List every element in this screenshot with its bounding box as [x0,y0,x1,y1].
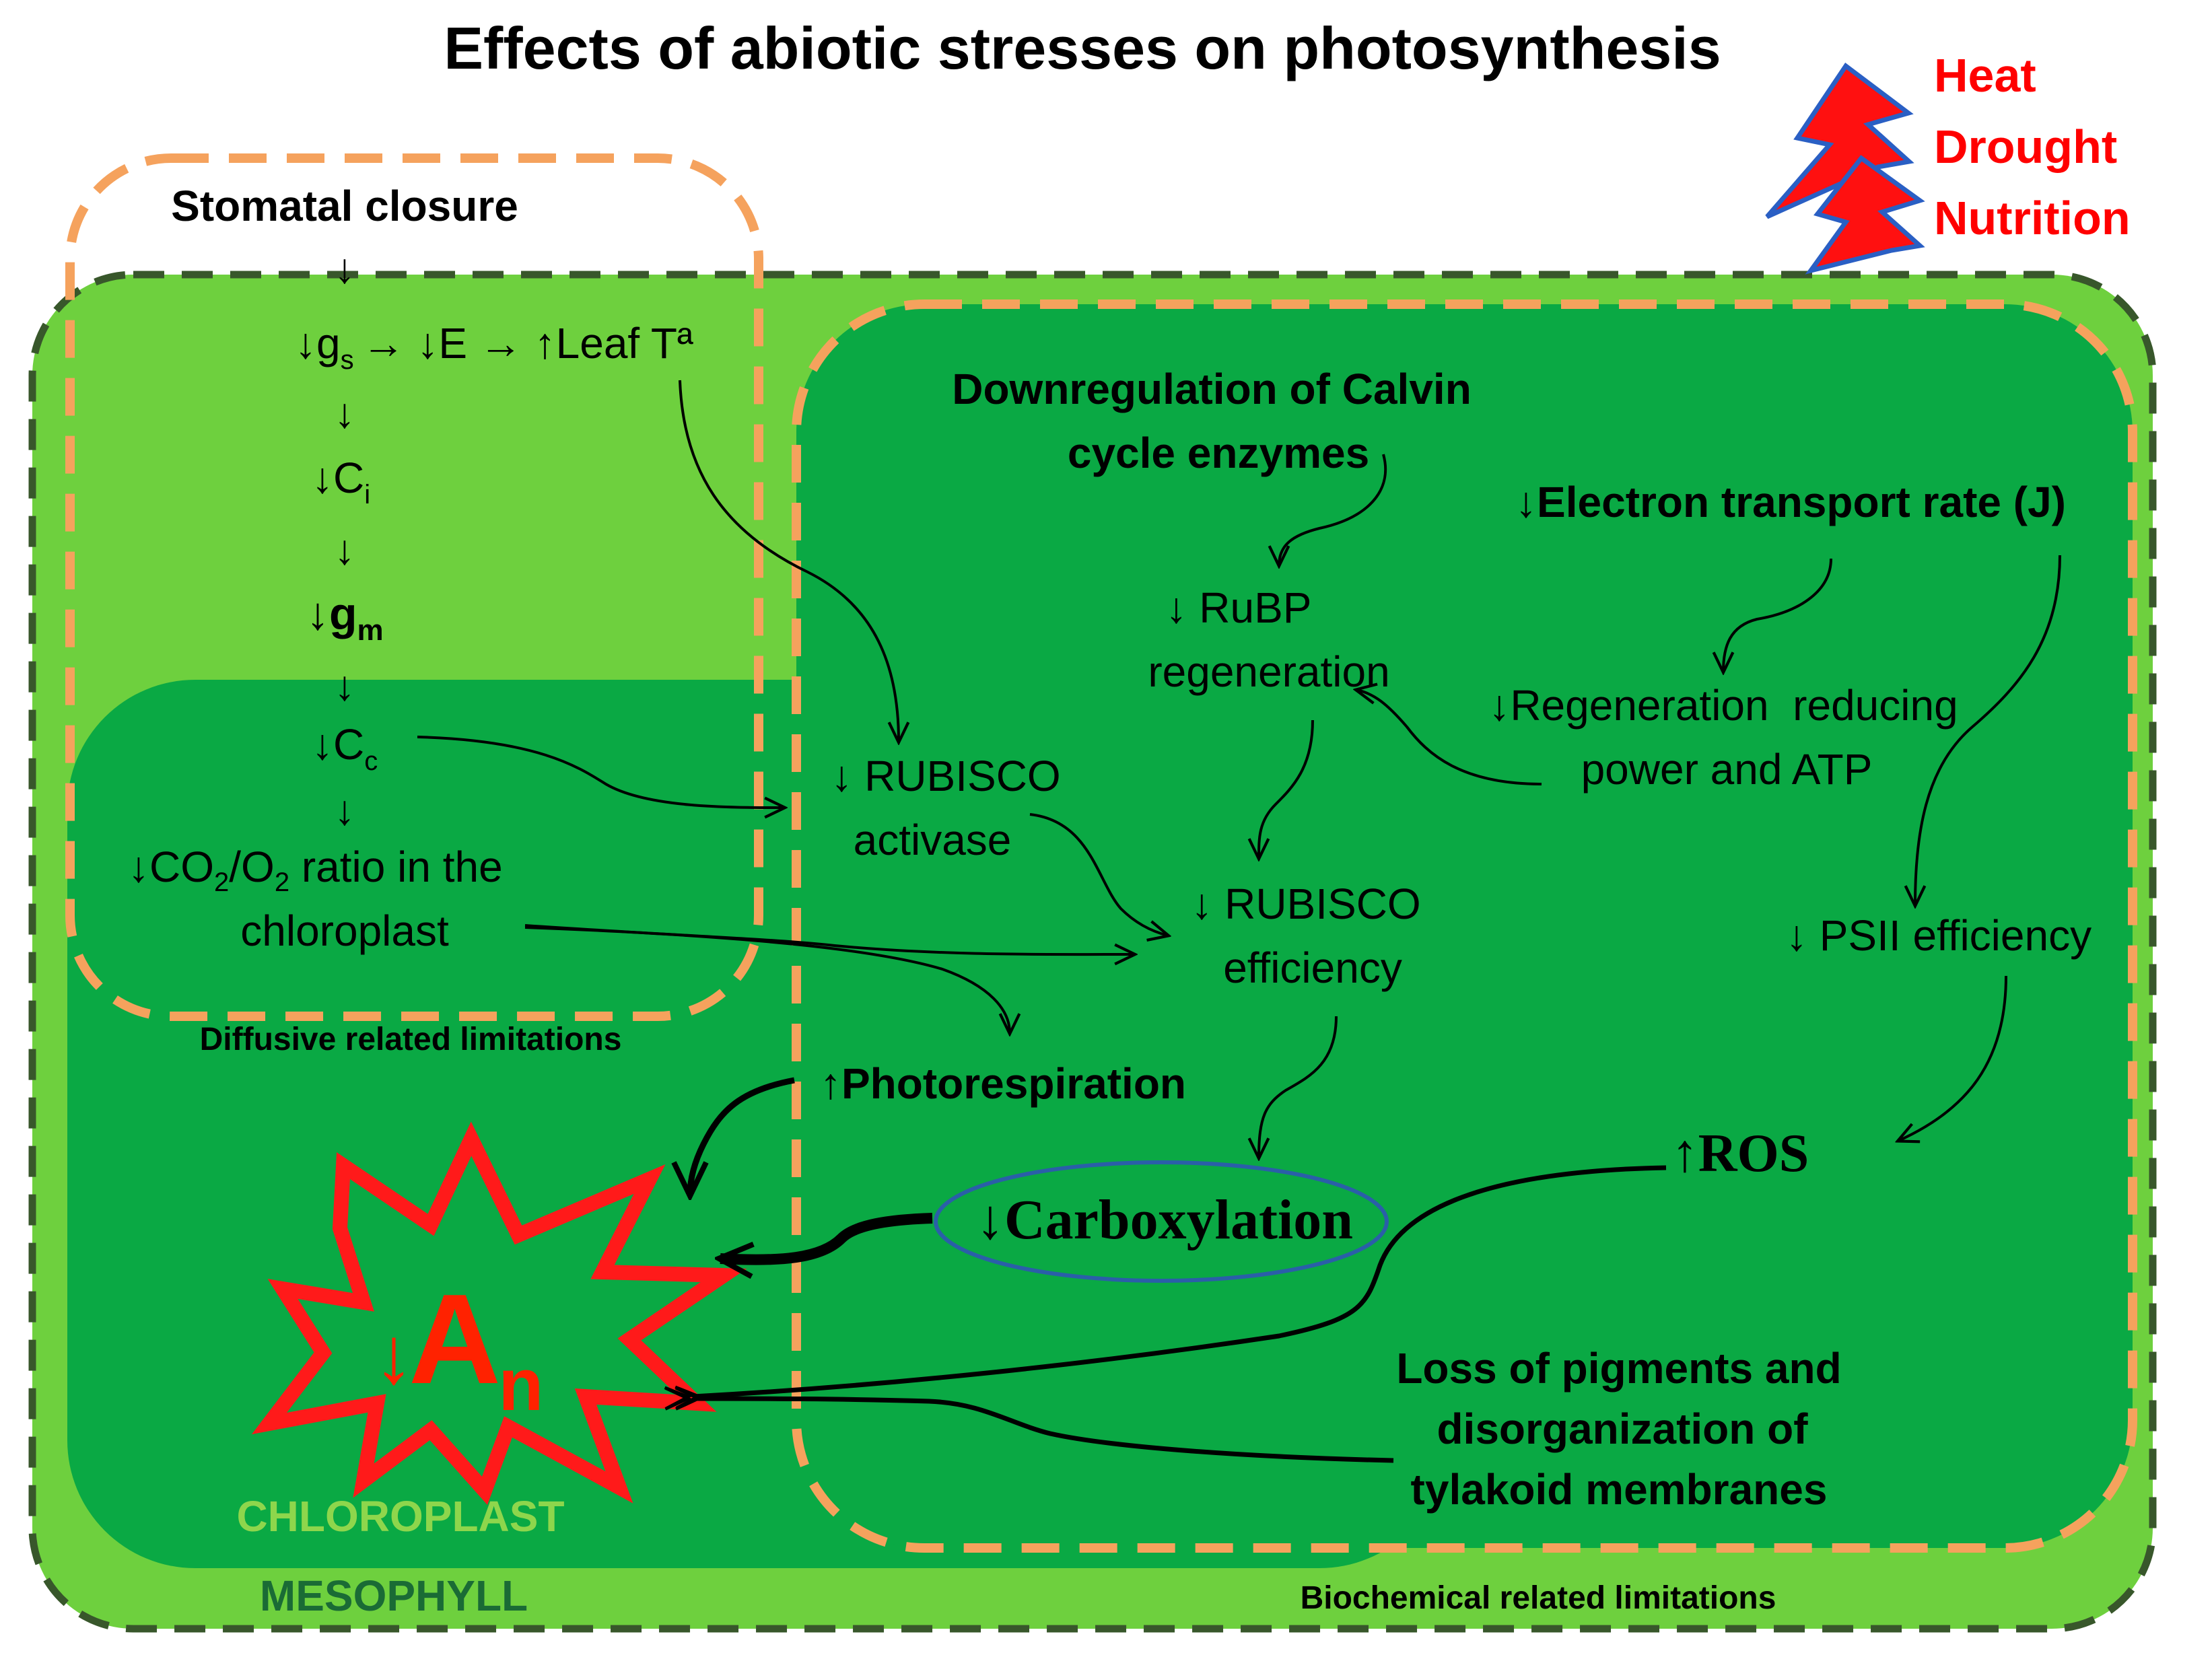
lightning-bolt-icon-2 [1805,155,1925,275]
arrow-ratio-to-photorespiration [524,926,1010,1033]
arrow-etr-to-reducing [1723,558,1832,672]
an-label: ↓An [374,1268,543,1426]
stress-nutrition: Nutrition [1934,192,2131,244]
biochemical-limitations-label: Biochemical related limitations [1301,1580,1776,1616]
stress-heat: Heat [1934,49,2036,102]
biochemical-region [792,299,2137,1553]
co2-o2-ratio-line2: chloroplast [240,907,449,955]
reducing-power-line1: ↓Regeneration reducing [1488,681,1958,730]
activase-line1: ↓ RUBISCO [831,752,1060,800]
an-starburst-shape [251,1121,747,1506]
arrow-photorespiration-to-an [690,1077,795,1195]
rubp-line2: regeneration [1148,647,1389,696]
arrow-leaf-temp-to-activase [679,380,899,742]
lightning-bolt-icon [1765,62,1914,219]
carboxylation-ellipse [934,1160,1389,1283]
carboxylation-label: ↓Carboxylation [976,1189,1353,1251]
down-arrow-2: ↓ [335,390,355,437]
arrow-ros-to-an [693,1165,1667,1397]
rubisco-eff-line1: ↓ RUBISCO [1191,880,1420,928]
arrow-calvin-to-rubp [1279,454,1387,565]
down-arrow-3: ↓ [335,527,355,573]
stress-drought: Drought [1934,120,2117,173]
pigments-line2: disorganization of [1437,1405,1808,1453]
rubp-line1: ↓ RuBP [1166,584,1312,632]
arrow-cc-to-activase [417,736,784,808]
calvin-line1: Downregulation of Calvin [952,365,1472,413]
mesophyll-label: MESOPHYLL [260,1572,528,1620]
activase-line2: activase [854,816,1012,864]
arrow-etr-to-psii [1915,555,2061,905]
reducing-power-line2: power and ATP [1581,745,1873,794]
arrow-pigments-to-an [693,1399,1394,1463]
down-arrow-4: ↓ [335,663,355,709]
chloroplast-label: CHLOROPLAST [236,1492,564,1541]
co2-o2-ratio-line1: ↓CO2/O2 ratio in the [128,843,503,897]
gs-line: ↓gs→ ↓E → ↑Leaf Tª [295,319,693,375]
diffusive-region [65,153,763,1021]
page-title: Effects of abiotic stresses on photosynt… [444,15,1721,81]
etr-label: ↓Electron transport rate (J) [1515,478,2066,526]
cc-line: ↓Cc [312,720,378,776]
stomatal-closure-label: Stomatal closure [171,182,518,230]
pigments-line1: Loss of pigments and [1396,1344,1841,1392]
ci-line: ↓Ci [312,454,370,509]
pigments-line3: tylakoid membranes [1411,1465,1828,1514]
gm-line: ↓gm [306,588,384,647]
down-arrow-5: ↓ [335,787,355,834]
down-arrow-1: ↓ [335,246,355,292]
arrow-carboxylation-to-an [720,1213,933,1260]
calvin-line2: cycle enzymes [1068,429,1369,477]
arrow-rubisco-eff-to-carboxylation [1259,1016,1338,1158]
diffusive-limitations-label: Diffusive related limitations [200,1022,622,1057]
psii-label: ↓ PSII efficiency [1786,911,2092,960]
arrow-rubp-to-rubisco-eff [1259,719,1314,858]
arrow-activase-to-rubisco-eff [1029,813,1168,936]
rubisco-eff-line2: efficiency [1223,944,1402,992]
arrow-reducing-to-rubp [1356,690,1542,785]
arrow-psii-to-ros [1898,975,2007,1141]
ros-label: ↑ROS [1671,1124,1809,1183]
photorespiration-label: ↑Photorespiration [820,1059,1186,1108]
